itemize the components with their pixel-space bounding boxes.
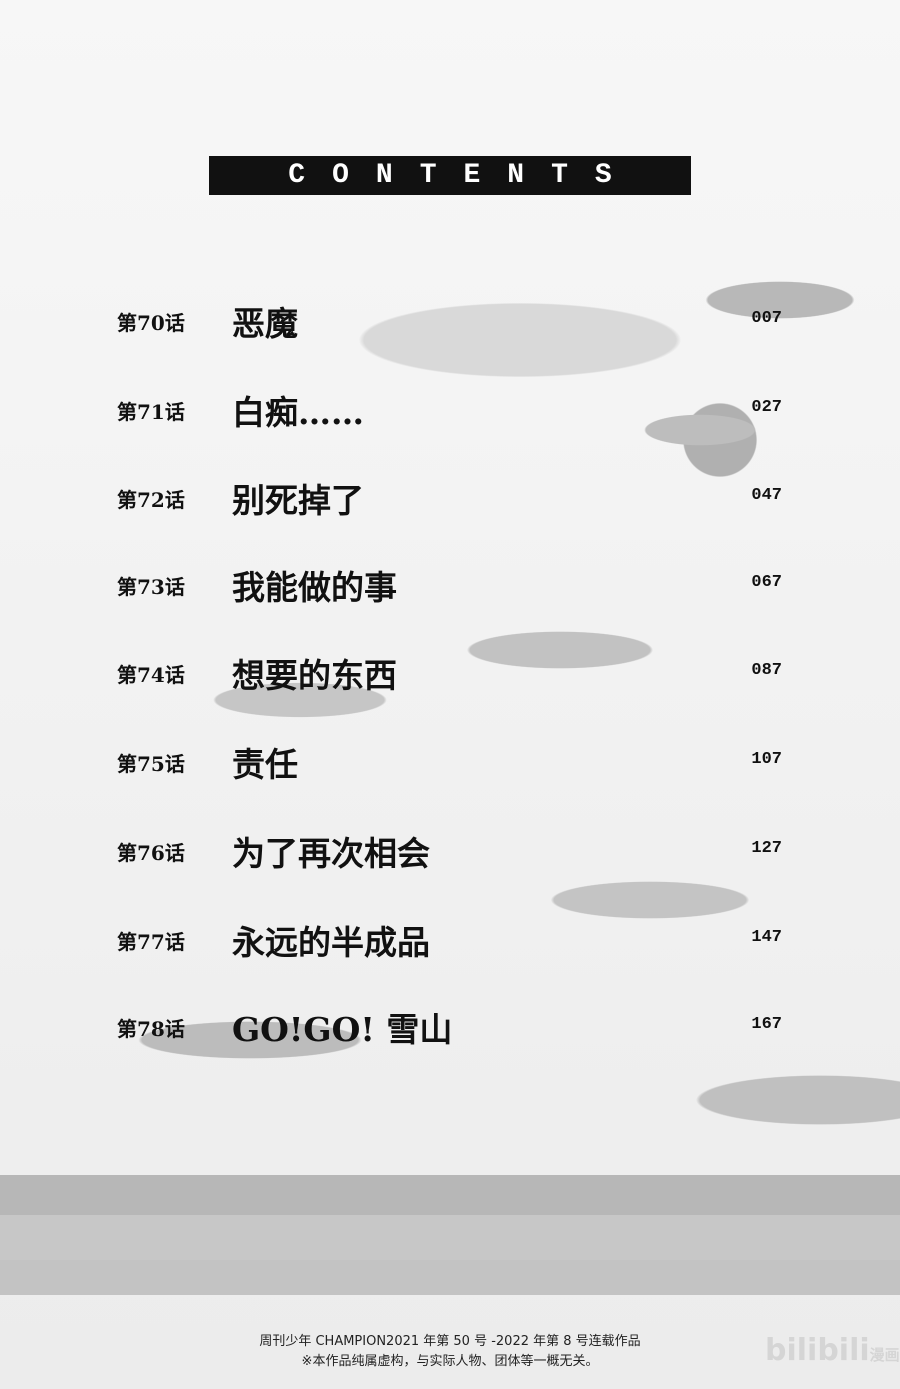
chapter-page: 107	[751, 750, 782, 769]
chapter-page: 087	[751, 661, 782, 680]
chapter-number: 第75话	[117, 752, 185, 776]
chapter-title: 恶魔	[232, 304, 298, 343]
texture-band	[0, 1260, 900, 1295]
chapter-row[interactable]: 第73话 我能做的事 067	[0, 561, 900, 607]
chapter-number: 第70话	[117, 311, 185, 335]
chapter-number: 第74话	[117, 663, 185, 687]
chapter-row[interactable]: 第77话 永远的半成品 147	[0, 916, 900, 962]
chapter-row[interactable]: 第74话 想要的东西 087	[0, 649, 900, 695]
chapter-row[interactable]: 第75话 责任 107	[0, 738, 900, 784]
chapter-page: 047	[751, 486, 782, 505]
chapter-page: 007	[751, 309, 782, 328]
disclaimer: ※本作品纯属虚构，与实际人物、团体等一概无关。	[301, 1354, 599, 1369]
chapter-page: 027	[751, 398, 782, 417]
chapter-number: 第78话	[117, 1017, 185, 1041]
chapter-title: 别死掉了	[232, 481, 364, 520]
chapter-page: 127	[751, 839, 782, 858]
chapter-page: 167	[751, 1015, 782, 1034]
chapter-row[interactable]: 第71话 白痴…… 027	[0, 386, 900, 432]
chapter-number: 第76话	[117, 841, 185, 865]
chapter-number: 第72话	[117, 488, 185, 512]
texture-band	[0, 1175, 900, 1215]
bilibili-manga-logo: bilibili漫画	[765, 1333, 900, 1368]
chapter-title: 我能做的事	[232, 568, 397, 607]
chapter-title: 为了再次相会	[232, 834, 430, 873]
chapter-title: 白痴……	[232, 393, 364, 432]
chapter-number: 第77话	[117, 930, 185, 954]
contents-heading: CONTENTS	[209, 156, 691, 195]
chapter-row[interactable]: 第70话 恶魔 007	[0, 297, 900, 343]
chapter-number: 第71话	[117, 400, 185, 424]
chapter-page: 067	[751, 573, 782, 592]
chapter-title: 责任	[232, 745, 298, 784]
chapter-row[interactable]: 第72话 别死掉了 047	[0, 474, 900, 520]
serialization-note: 周刊少年 CHAMPION2021 年第 50 号 -2022 年第 8 号连载…	[259, 1334, 641, 1349]
chapter-row[interactable]: 第78话 GO!GO! 雪山 167	[0, 1003, 900, 1049]
chapter-page: 147	[751, 928, 782, 947]
chapter-row[interactable]: 第76话 为了再次相会 127	[0, 827, 900, 873]
chapter-number: 第73话	[117, 575, 185, 599]
chapter-title: GO!GO! 雪山	[232, 1010, 453, 1049]
chapter-title: 想要的东西	[232, 656, 397, 695]
texture-band	[0, 1215, 900, 1260]
chapter-title: 永远的半成品	[232, 923, 430, 962]
